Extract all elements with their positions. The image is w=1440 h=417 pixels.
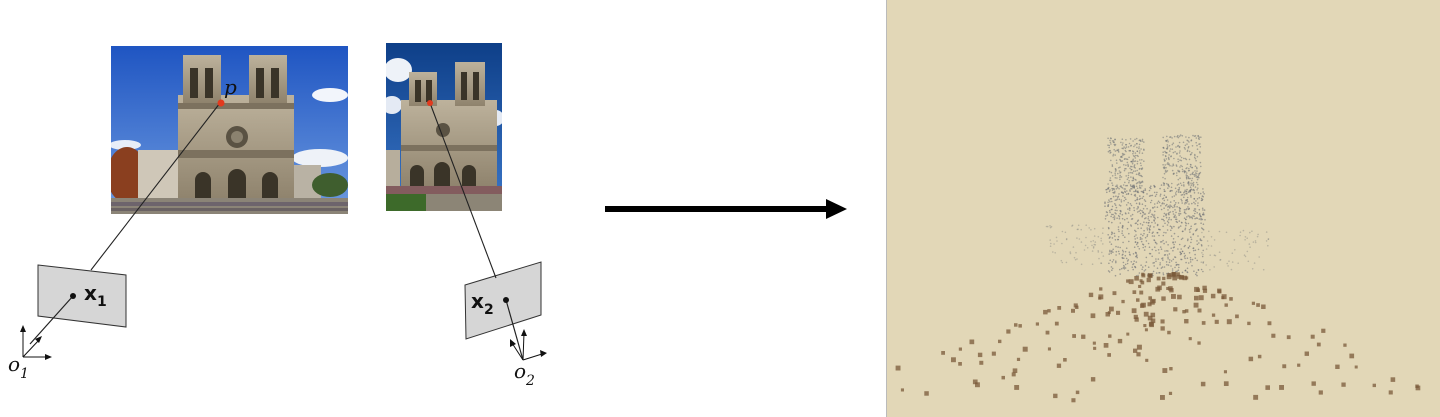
label-o2-sub: 2	[525, 373, 535, 389]
image-plane-2	[464, 261, 542, 340]
camera-2	[429, 102, 547, 361]
photo-left	[111, 46, 348, 214]
ray-1	[90, 102, 221, 271]
point-p-left	[217, 99, 225, 107]
label-x2: x	[471, 289, 484, 313]
projection-x2	[503, 297, 509, 303]
image-plane-1	[37, 264, 127, 328]
reconstruction-panel	[886, 0, 1440, 417]
label-o2: o	[514, 359, 526, 383]
label-x2-sub: 2	[484, 302, 494, 318]
ray-1-inner	[29, 295, 74, 345]
reconstruction-arrow	[605, 199, 847, 219]
label-p: p	[224, 75, 237, 99]
projection-x1	[70, 293, 76, 299]
label-o1: o	[8, 352, 20, 376]
label-x1-sub: 1	[97, 294, 107, 310]
ray-2-inner	[505, 299, 524, 361]
camera-1	[20, 102, 221, 360]
point-cloud	[1045, 134, 1270, 277]
photo-right	[386, 43, 502, 211]
point-p-right	[427, 100, 433, 106]
label-o1-sub: 1	[20, 366, 29, 382]
label-x1: x	[84, 281, 97, 305]
reconstructed-cameras	[895, 272, 1421, 403]
ray-2	[429, 102, 497, 279]
